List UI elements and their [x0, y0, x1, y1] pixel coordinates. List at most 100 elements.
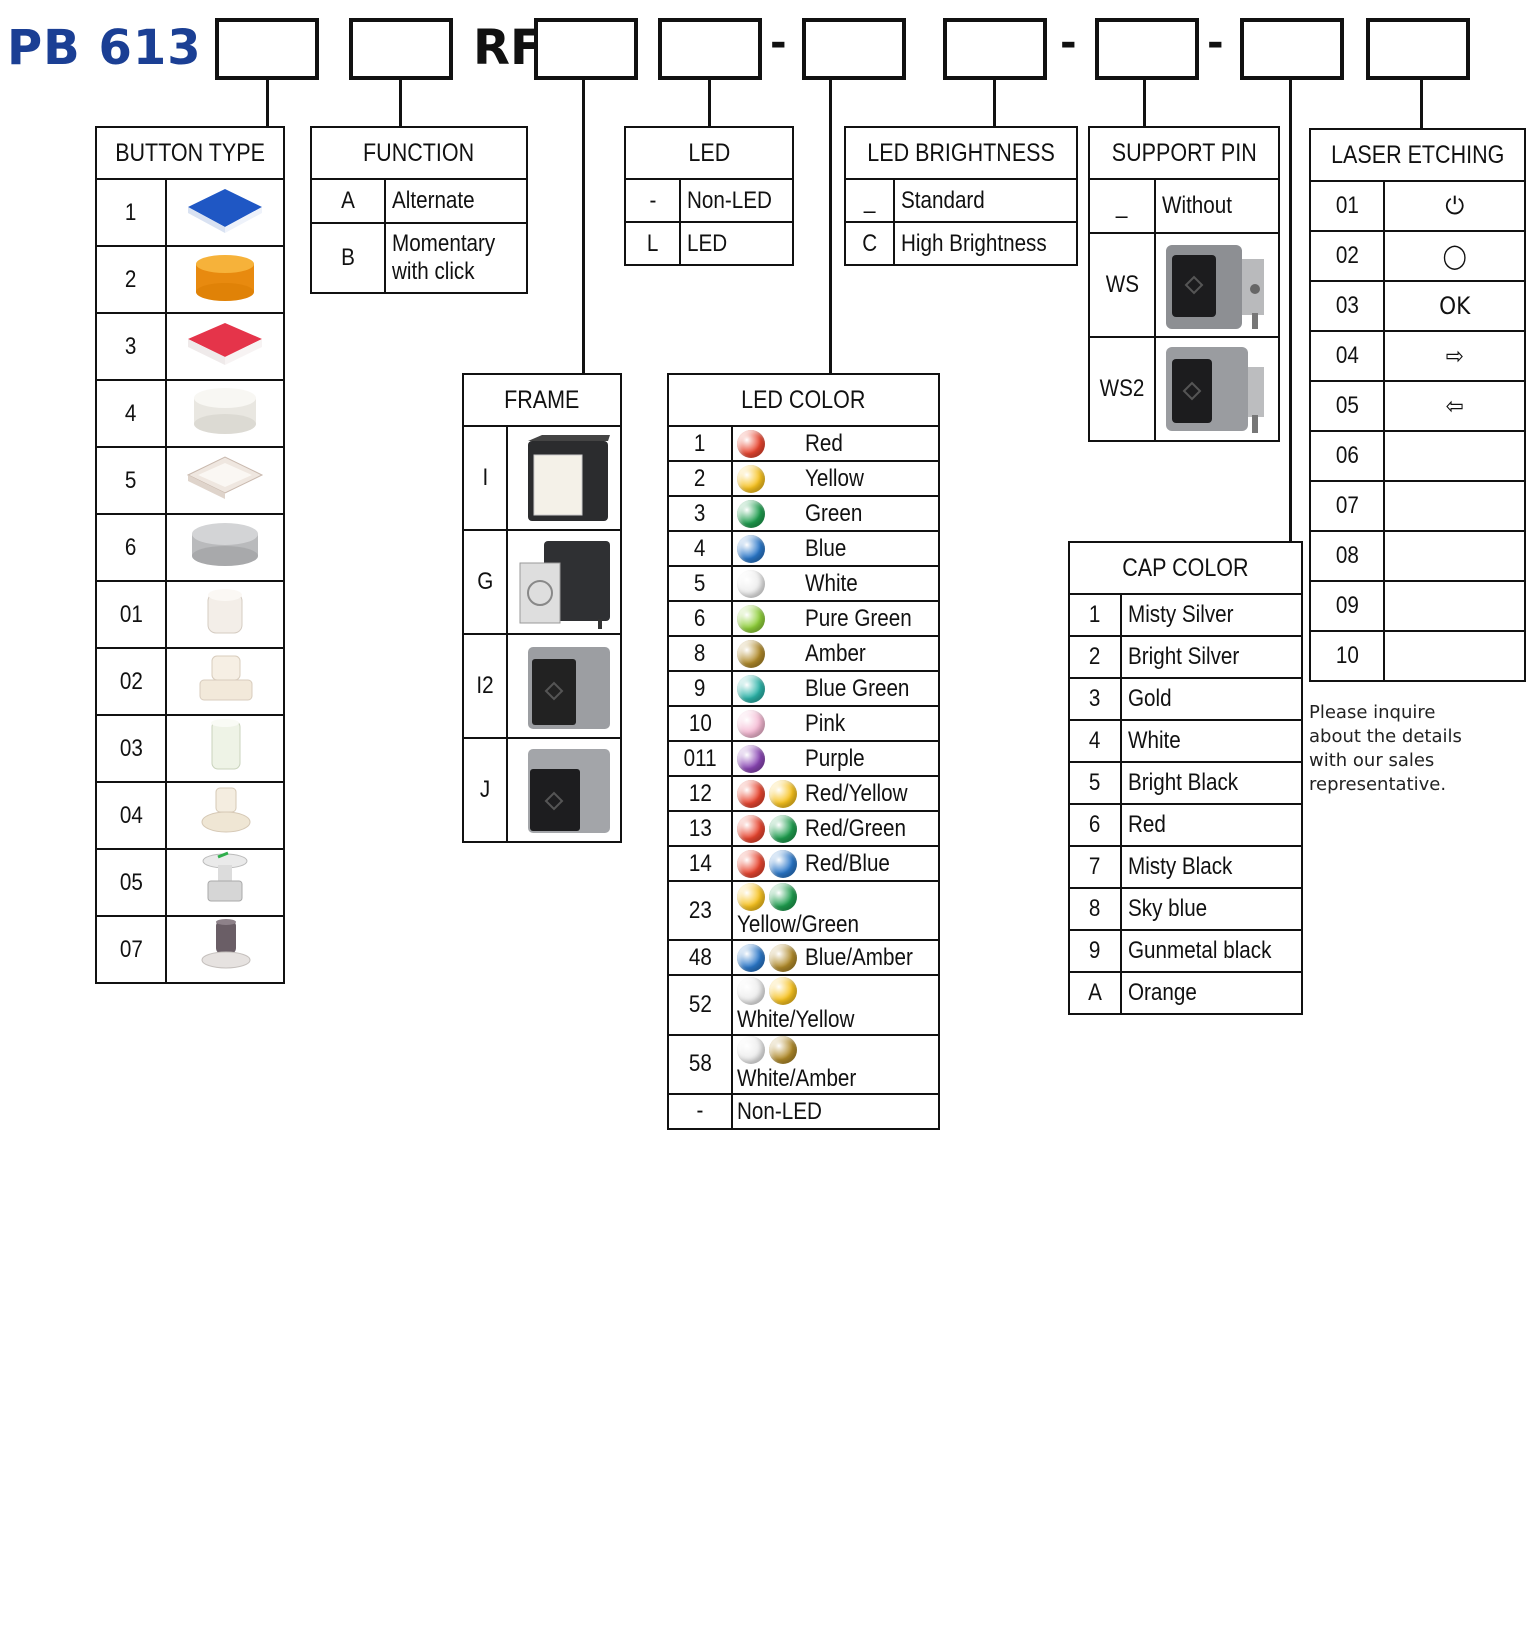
- led-color-label: Non-LED: [731, 1092, 940, 1130]
- led-color-label: Yellow: [731, 460, 940, 497]
- button-type-code: 5: [95, 446, 167, 515]
- code-slot-laser-etching: [1366, 18, 1470, 80]
- button-type-code: 3: [95, 312, 167, 381]
- arrow-right-icon: ⇨: [1382, 330, 1526, 382]
- connector-line: [582, 80, 585, 374]
- laser-etching-code: 10: [1309, 630, 1385, 682]
- led-color-swatch-icon: [737, 1036, 765, 1065]
- ok-text: OK: [1382, 280, 1526, 332]
- cap-color-code: 9: [1067, 929, 1123, 973]
- dash-separator: -: [770, 20, 787, 66]
- led-color-code: -: [667, 1092, 733, 1130]
- cap-color-label: Sky blue: [1120, 887, 1303, 931]
- laser-etching-row: 05⇦: [1309, 380, 1526, 432]
- led-color-label: Amber: [731, 635, 940, 672]
- cap-color-label: Gunmetal black: [1120, 929, 1303, 973]
- clear-flange-cap-icon: [164, 647, 286, 716]
- button-type-row: 5: [95, 446, 286, 515]
- button-type-row: 01: [95, 580, 286, 649]
- code-slot-led-color: [802, 18, 906, 80]
- led-color-swatch-icon: [769, 976, 797, 1005]
- laser-etching-row: 10: [1309, 630, 1526, 682]
- function-label: Momentary with click: [384, 222, 528, 294]
- cap-color-label: Orange: [1120, 971, 1303, 1015]
- laser-etching-row: 04⇨: [1309, 330, 1526, 382]
- frame-title: FRAME: [462, 373, 622, 427]
- support-pin-code: _: [1087, 178, 1157, 234]
- button-type-code: 07: [95, 915, 167, 984]
- cap-color-code: 3: [1067, 677, 1123, 721]
- led-color-swatches: [737, 1036, 805, 1065]
- white-round-cap-icon: [164, 379, 286, 448]
- led-color-swatch-icon: [769, 944, 797, 973]
- laser-etching-blank: [1382, 530, 1526, 582]
- led-color-swatch-icon: [769, 849, 797, 878]
- led-color-label: Yellow/Green: [731, 879, 940, 942]
- led-color-swatches: [737, 569, 805, 598]
- laser-etching-blank: [1382, 480, 1526, 532]
- laser-etching-code: 05: [1309, 380, 1385, 432]
- laser-etching-code: 02: [1309, 230, 1385, 282]
- led-brightness-code: _: [844, 178, 895, 223]
- button-type-row: 6: [95, 513, 286, 582]
- laser-etching-code: 06: [1309, 430, 1385, 482]
- cap-color-label: Bright Black: [1120, 761, 1303, 805]
- led-color-swatches: [737, 674, 805, 703]
- cap-color-code: A: [1067, 971, 1123, 1015]
- cap-color-label: Gold: [1120, 677, 1303, 721]
- function-code: B: [310, 222, 386, 294]
- connector-line: [1289, 80, 1292, 544]
- frame-i2-icon: [506, 633, 622, 739]
- support-pin-title: SUPPORT PIN: [1087, 126, 1281, 180]
- led-brightness-code: C: [844, 221, 895, 266]
- laser-etching-blank: [1382, 580, 1526, 632]
- led-color-swatch-icon: [737, 976, 765, 1005]
- support-pin-label: Without: [1154, 178, 1281, 234]
- led-color-swatch-icon: [737, 534, 765, 563]
- connector-line: [1143, 80, 1146, 126]
- laser-etching-code: 09: [1309, 580, 1385, 632]
- clear-post-cap-icon: [164, 781, 286, 850]
- support-pin-table: SUPPORT PIN _ Without WS WS2: [1087, 126, 1281, 442]
- laser-etching-row: 07: [1309, 480, 1526, 532]
- led-color-code: 10: [667, 705, 733, 742]
- laser-etching-row: 06: [1309, 430, 1526, 482]
- function-code: A: [310, 178, 386, 224]
- laser-etching-code: 03: [1309, 280, 1385, 332]
- cap-color-label: Bright Silver: [1120, 635, 1303, 679]
- laser-etching-title: LASER ETCHING: [1308, 128, 1526, 182]
- circle-icon: ◯: [1382, 230, 1526, 282]
- led-color-swatches: [737, 849, 805, 878]
- led-color-code: 9: [667, 670, 733, 707]
- led-brightness-table: LED BRIGHTNESS _ Standard C High Brightn…: [843, 126, 1079, 266]
- button-type-row: 04: [95, 781, 286, 850]
- led-color-swatches: [737, 534, 805, 563]
- led-color-label: Blue: [731, 530, 940, 567]
- led-color-swatch-icon: [737, 639, 765, 668]
- led-color-swatches: [737, 429, 805, 458]
- led-color-code: 2: [667, 460, 733, 497]
- cap-color-label: White: [1120, 719, 1303, 763]
- led-color-label: Purple: [731, 740, 940, 777]
- led-color-swatches: [737, 464, 805, 493]
- clear-stem-cap-icon: [164, 580, 286, 649]
- led-brightness-title: LED BRIGHTNESS: [843, 126, 1079, 180]
- led-color-swatch-icon: [737, 709, 765, 738]
- led-color-swatches: [737, 709, 805, 738]
- led-color-code: 58: [667, 1033, 733, 1095]
- arrow-left-icon: ⇦: [1382, 380, 1526, 432]
